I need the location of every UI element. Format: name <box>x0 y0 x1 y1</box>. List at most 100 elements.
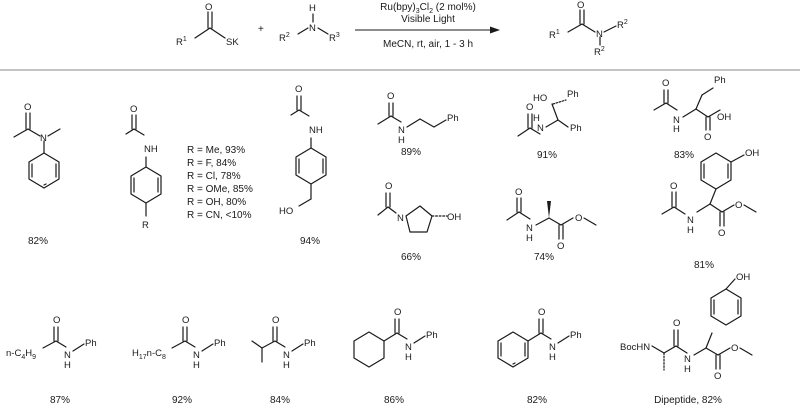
product-13-yield: 86% <box>384 395 404 406</box>
svg-text:O: O <box>387 91 394 102</box>
svg-text:O: O <box>130 104 137 115</box>
product-14-yield: 82% <box>527 395 547 406</box>
svg-text:N: N <box>397 213 404 224</box>
product-r2b-label: R2 <box>594 46 605 58</box>
svg-text:O: O <box>526 102 533 113</box>
product-15-yield: Dipeptide, 82% <box>654 395 722 406</box>
svg-text:O: O <box>295 84 302 95</box>
product-2-substituent-list: R = Me, 93% R = F, 84% R = Cl, 78% R = O… <box>187 145 253 221</box>
svg-text:O: O <box>538 307 545 318</box>
svg-text:O: O <box>557 241 564 252</box>
svg-text:N: N <box>64 350 71 361</box>
product-1-structure: O N <box>13 102 61 189</box>
svg-text:HO: HO <box>279 206 293 217</box>
substituent-f: R = F, 84% <box>187 158 236 169</box>
svg-text:O: O <box>714 371 721 382</box>
product-r1-label: R1 <box>549 29 560 41</box>
svg-text:O: O <box>731 343 738 354</box>
svg-text:N: N <box>673 115 680 126</box>
svg-text:N: N <box>283 350 290 361</box>
svg-text:H: H <box>398 135 405 146</box>
svg-text:H: H <box>533 113 540 124</box>
product-n-label: N <box>596 29 603 40</box>
product-10-structure: n-C4H9 O N H Ph <box>6 315 97 371</box>
conditions-solvent: MeCN, rt, air, 1 - 3 h <box>383 39 473 50</box>
svg-text:NH: NH <box>144 144 158 155</box>
product-3-yield: 94% <box>300 236 320 247</box>
svg-text:N: N <box>684 354 691 365</box>
product-8-structure: O N H O O <box>506 187 597 252</box>
svg-text:N: N <box>405 342 412 353</box>
svg-text:O: O <box>182 315 189 326</box>
svg-text:Ph: Ph <box>567 89 579 100</box>
svg-text:H: H <box>283 360 290 371</box>
product-9-structure: OH N H O O O <box>661 148 759 239</box>
svg-text:H: H <box>526 233 533 244</box>
r2-label: R2 <box>279 32 290 44</box>
svg-text:O: O <box>673 318 680 329</box>
svg-text:Ph: Ph <box>304 338 316 349</box>
svg-text:O: O <box>575 213 582 224</box>
svg-text:Ph: Ph <box>426 330 438 341</box>
product-15-structure: BocHN O N H OH O O <box>620 272 753 382</box>
svg-text:BocHN: BocHN <box>620 342 650 353</box>
svg-text:Ph: Ph <box>214 338 226 349</box>
svg-text:H: H <box>687 225 694 236</box>
svg-text:H: H <box>193 360 200 371</box>
product-5-yield: 91% <box>537 150 557 161</box>
svg-text:O: O <box>394 307 401 318</box>
svg-text:HO: HO <box>533 93 547 104</box>
svg-text:OH: OH <box>736 272 750 283</box>
product-3-structure: O NH HO <box>279 84 327 217</box>
n-label: N <box>309 23 316 34</box>
product-9-yield: 81% <box>694 260 714 271</box>
svg-text:Ph: Ph <box>714 75 726 86</box>
svg-text:N: N <box>526 223 533 234</box>
product-2-structure: O NH R <box>125 104 162 231</box>
svg-text:O: O <box>385 181 392 192</box>
svg-text:N: N <box>193 350 200 361</box>
svg-text:N: N <box>398 125 405 136</box>
product-8-yield: 74% <box>534 252 554 263</box>
substituent-ome: R = OMe, 85% <box>187 184 253 195</box>
product-6-structure: O N H Ph O OH <box>653 75 731 143</box>
substituent-cn: R = CN, <10% <box>187 210 252 221</box>
product-1-yield: 82% <box>28 236 48 247</box>
svg-text:Ph: Ph <box>570 330 582 341</box>
svg-text:O: O <box>718 228 725 239</box>
r3-label: R3 <box>329 32 340 44</box>
svg-text:NH: NH <box>309 125 323 136</box>
svg-text:Ph: Ph <box>570 123 582 134</box>
product-11-yield: 92% <box>172 395 192 406</box>
svg-text:O: O <box>735 200 742 211</box>
conditions-catalyst: Ru(bpy)3Cl2 (2 mol%) <box>380 2 476 15</box>
product-7-yield: 66% <box>401 252 421 263</box>
svg-text:N: N <box>549 342 556 353</box>
svg-text:H17n-C8: H17n-C8 <box>132 348 166 361</box>
product-12-structure: O N H Ph <box>251 315 316 371</box>
product-14-structure: O N H Ph <box>497 307 582 368</box>
product-11-structure: H17n-C8 O N H Ph <box>132 315 226 371</box>
svg-text:R: R <box>142 220 149 231</box>
svg-text:OH: OH <box>717 112 731 123</box>
svg-text:Ph: Ph <box>447 113 459 124</box>
product-10-yield: 87% <box>50 395 70 406</box>
h-label: H <box>309 3 316 14</box>
svg-text:N: N <box>537 123 544 134</box>
svg-text:O: O <box>670 181 677 192</box>
substituent-oh: R = OH, 80% <box>187 197 246 208</box>
substituent-me: R = Me, 93% <box>187 145 245 156</box>
product-amide: O N R1 R2 R2 <box>549 0 628 58</box>
svg-text:N: N <box>687 215 694 226</box>
conditions-light: Visible Light <box>401 14 455 25</box>
product-4-structure: O N H Ph <box>377 91 459 146</box>
substituent-cl: R = Cl, 78% <box>187 171 241 182</box>
product-6-yield: 83% <box>674 150 694 161</box>
reagent-thioacid-salt: O R1 SK <box>176 2 239 48</box>
oxygen-label: O <box>205 2 212 13</box>
svg-text:H: H <box>684 364 691 375</box>
reagent-amine: H N R2 R3 <box>279 3 340 44</box>
svg-text:O: O <box>662 78 669 89</box>
product-o-label: O <box>577 0 584 11</box>
